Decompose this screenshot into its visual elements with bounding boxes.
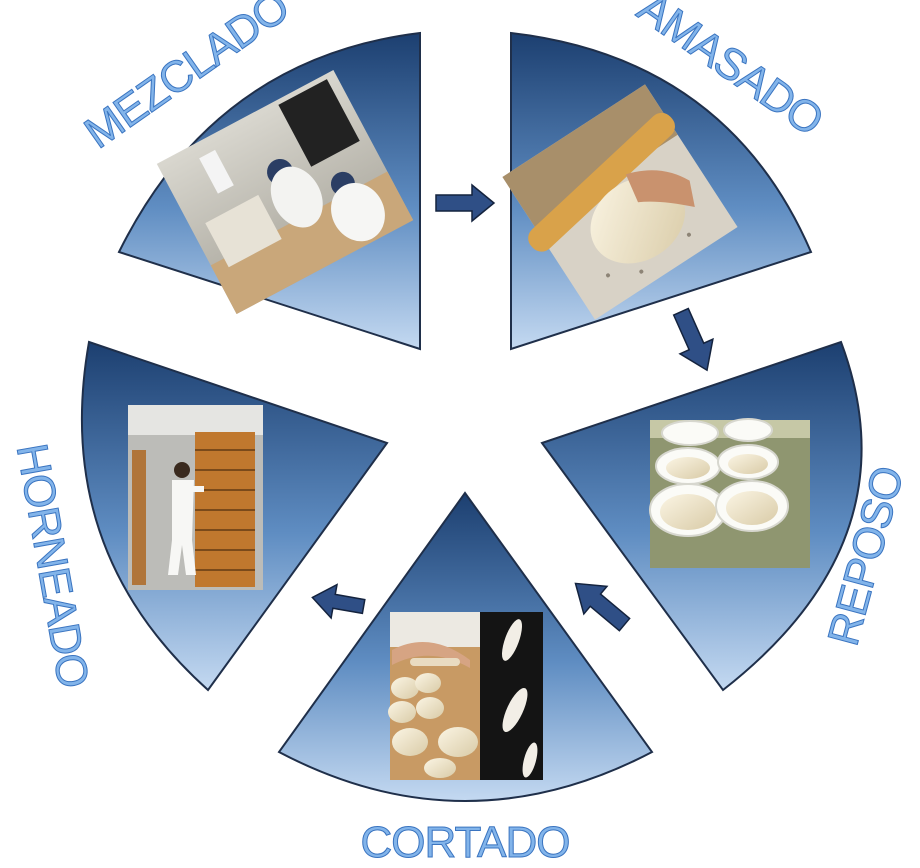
resting-dough-photo — [650, 419, 810, 568]
arrow-down-left-icon — [564, 570, 636, 639]
arrow-down-icon — [665, 304, 724, 377]
step-label-cortado: CORTADO — [361, 818, 570, 867]
step-label-horneado: HORNEADO — [7, 440, 98, 691]
arrow-right-icon — [436, 185, 494, 221]
arrow-left-icon — [309, 581, 366, 624]
baking-oven-photo — [128, 405, 263, 590]
shaping-dough-photo — [388, 612, 543, 780]
